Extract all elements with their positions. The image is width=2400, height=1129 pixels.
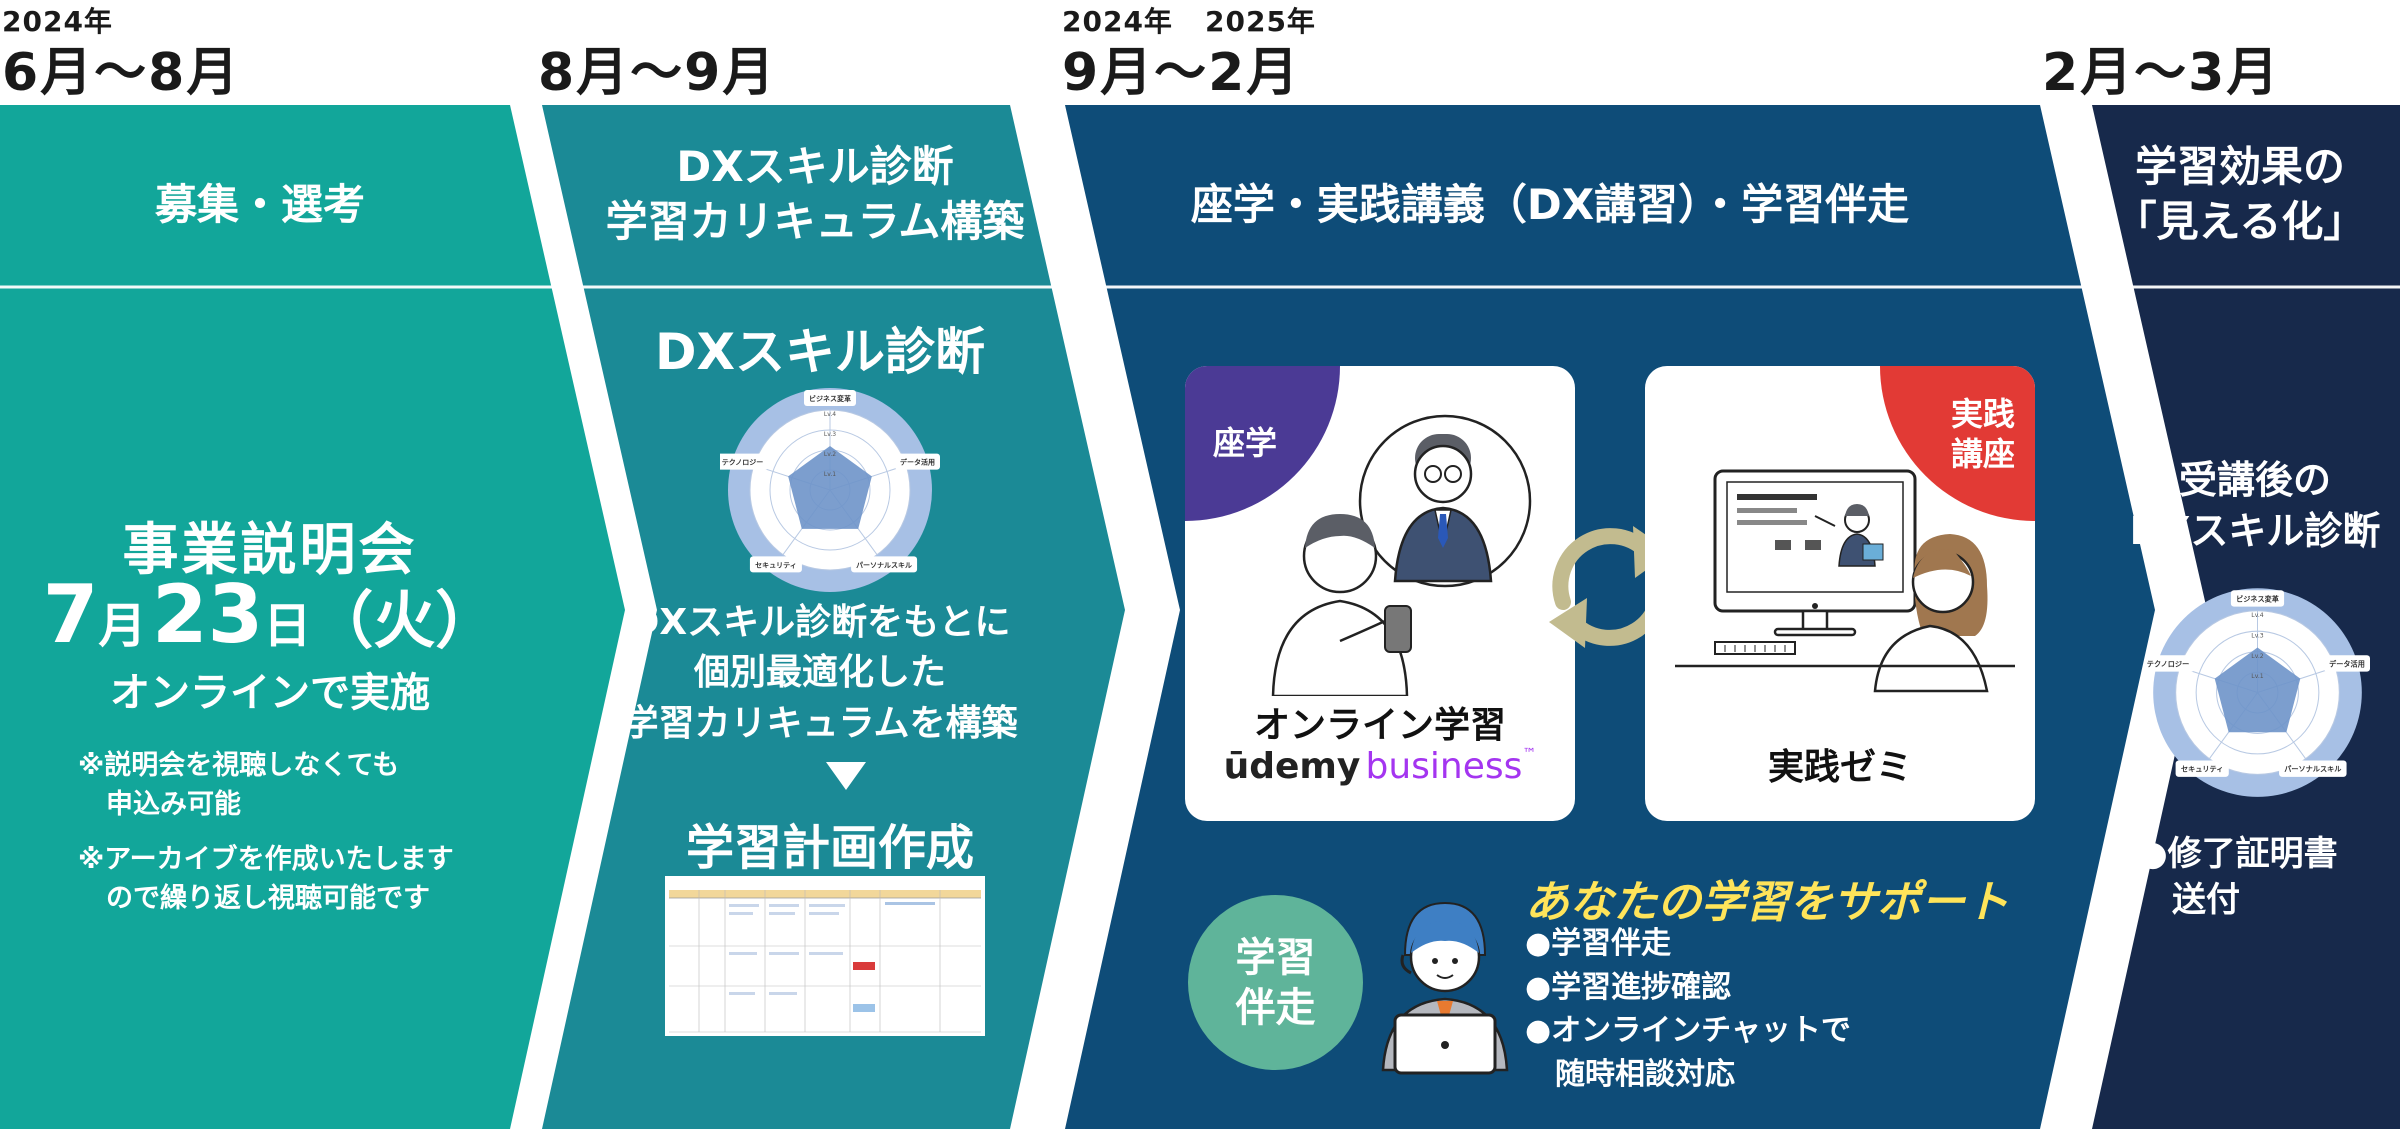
radar-axis-label-1: データ活用	[2323, 655, 2370, 672]
radar-level-label: Lv.1	[824, 471, 836, 478]
radar-axis-label-text: ビジネス変革	[809, 394, 851, 403]
support-items: ●学習伴走 ●学習進捗確認 ●オンラインチャットで 随時相談対応	[1525, 922, 1851, 1096]
radar-axis-label-2: パーソナルスキル	[2279, 760, 2347, 777]
event-online: オンラインで実施	[110, 670, 430, 716]
support-item-2: ●学習進捗確認	[1525, 969, 1732, 1005]
p2-title-line1: DXスキル診断	[676, 142, 954, 191]
support-badge: 学習 伴走	[1188, 895, 1363, 1070]
diag-title: DXスキル診断	[654, 323, 986, 381]
radar-axis-label-2: パーソナルスキル	[851, 556, 918, 573]
radar-data-polygon	[2214, 647, 2301, 733]
radar-level-label: Lv.4	[824, 411, 836, 418]
radar-axis-label-text: セキュリティ	[2181, 765, 2223, 774]
event-title: 事業説明会	[122, 518, 418, 583]
event-date: 7月 23日（火）	[20, 568, 520, 661]
radar-axis-label-4: テクノロジー	[2145, 655, 2195, 672]
event-date-day-unit: 日	[263, 598, 312, 654]
phase2-panel	[542, 105, 1125, 1129]
p2-range: 8月～9月	[538, 43, 777, 103]
note-2: ※アーカイブを作成いたします ので繰り返し視聴可能です	[78, 844, 454, 915]
p4-title: 学習効果の 「見える化」	[2080, 140, 2400, 249]
event-date-month: 7	[42, 568, 99, 661]
radar-axis-label-bg	[2323, 655, 2370, 672]
phase3-panel	[1065, 105, 2155, 1129]
udemy-logo-main: ūdemy	[1223, 746, 1361, 787]
radar-axis-label-text: データ活用	[2329, 660, 2365, 669]
support-item-1: ●学習伴走	[1525, 926, 1672, 961]
jissen-tag-label: 実践 講座	[1950, 395, 2015, 473]
radar-axis-label-bg	[2279, 760, 2347, 777]
event-date-weekday: （火）	[311, 584, 498, 657]
p4-title-line1: 学習効果の	[2134, 142, 2345, 191]
radar-axis-label-text: ビジネス変革	[2236, 595, 2279, 604]
support-person-illustration	[1381, 901, 1509, 1075]
p3-title: 座学・実践講義（DX講習）・学習伴走	[1190, 180, 1910, 229]
event-date-day: 23	[151, 568, 264, 661]
event-date-month-unit: 月	[98, 598, 147, 654]
card2-label: 実践ゼミ	[1767, 747, 1912, 788]
radar-level-label: Lv.3	[824, 431, 836, 438]
zagaku-tag-label: 座学	[1213, 424, 1278, 462]
card-practical-seminar: 実践 講座 実践ゼミ	[1645, 366, 2035, 821]
plan-document-thumbnail	[665, 876, 985, 1036]
radar-axis-label-0: ビジネス変革	[2230, 590, 2285, 607]
card1-label: オンライン学習	[1253, 705, 1506, 746]
note-1: ※説明会を視聴しなくても 申込み可能	[78, 750, 400, 821]
certificate-bullet: ●修了証明書 送付	[2138, 834, 2338, 920]
udemy-logo-tm: ™	[1522, 746, 1537, 762]
radar-axis-label-text: セキュリティ	[755, 561, 797, 569]
radar-axis-label-bg	[894, 453, 940, 470]
plan-title: 学習計画作成	[685, 820, 974, 876]
udemy-logo: ūdemy business™	[1185, 746, 1575, 787]
p1-range: 6月～8月	[2, 43, 241, 103]
p3-year-a: 2024年	[1062, 5, 1173, 38]
p3-range: 9月～2月	[1062, 43, 1301, 103]
online-learning-illustration	[1271, 414, 1532, 696]
post-diag-title: 受講後の DXスキル診断	[2129, 458, 2381, 554]
radar-axis-label-bg	[804, 390, 856, 406]
support-item-3: ●オンラインチャットで	[1525, 1013, 1851, 1048]
p2-title: DXスキル診断 学習カリキュラム構築	[560, 140, 1070, 249]
udemy-logo-business: business	[1365, 746, 1523, 787]
radar-axis-label-3: セキュリティ	[2175, 760, 2229, 777]
p4-range: 2月～3月	[2042, 43, 2281, 103]
p1-title: 募集・選考	[154, 180, 365, 229]
radar-axis-label-1: データ活用	[894, 453, 940, 470]
radar-axis-label-3: セキュリティ	[749, 556, 802, 573]
p3-year-b: 2025年	[1205, 5, 1316, 38]
radar-axis-label-bg	[2230, 590, 2285, 607]
support-item-4: 随時相談対応	[1525, 1056, 1735, 1092]
radar-axis-label-4: テクノロジー	[720, 453, 769, 470]
radar-level-label: Lv.1	[2251, 673, 2264, 680]
radar-level-label: Lv.2	[824, 451, 836, 458]
p4-title-line2: 「見える化」	[2114, 196, 2366, 246]
radar-axis-label-text: データ活用	[900, 458, 935, 467]
card-online-learning: 座学 オンライン学習 ūdemy business™	[1185, 366, 1575, 821]
jissen-tag-bg	[1880, 366, 2035, 521]
radar-axis-label-bg	[2145, 655, 2195, 672]
diag-desc: DXスキル診断をもとに 個別最適化した 学習カリキュラムを構築	[622, 602, 1018, 744]
radar-data-polygon	[788, 446, 872, 529]
radar-axis-label-bg	[720, 453, 769, 470]
p1-year: 2024年	[2, 5, 113, 38]
radar-axis-label-text: テクノロジー	[722, 458, 764, 467]
phase1-panel	[0, 105, 625, 1129]
practical-seminar-illustration	[1675, 469, 2015, 693]
p2-title-line2: 学習カリキュラム構築	[605, 196, 1025, 246]
radar-axis-label-bg	[749, 556, 802, 573]
radar-axis-label-text: テクノロジー	[2147, 660, 2189, 669]
radar-level-label: Lv.4	[2251, 612, 2264, 619]
down-triangle-icon	[826, 762, 866, 790]
radar-axis-label-text: パーソナルスキル	[856, 560, 912, 569]
radar-level-label: Lv.2	[2251, 653, 2264, 660]
radar-axis-label-bg	[851, 556, 918, 573]
radar-axis-label-text: パーソナルスキル	[2284, 765, 2341, 774]
support-title: あなたの学習をサポート	[1525, 877, 2009, 928]
radar-level-label: Lv.3	[2251, 632, 2264, 639]
radar-axis-label-bg	[2175, 760, 2229, 777]
zagaku-tag-bg	[1185, 366, 1340, 521]
radar-axis-label-0: ビジネス変革	[804, 390, 856, 406]
